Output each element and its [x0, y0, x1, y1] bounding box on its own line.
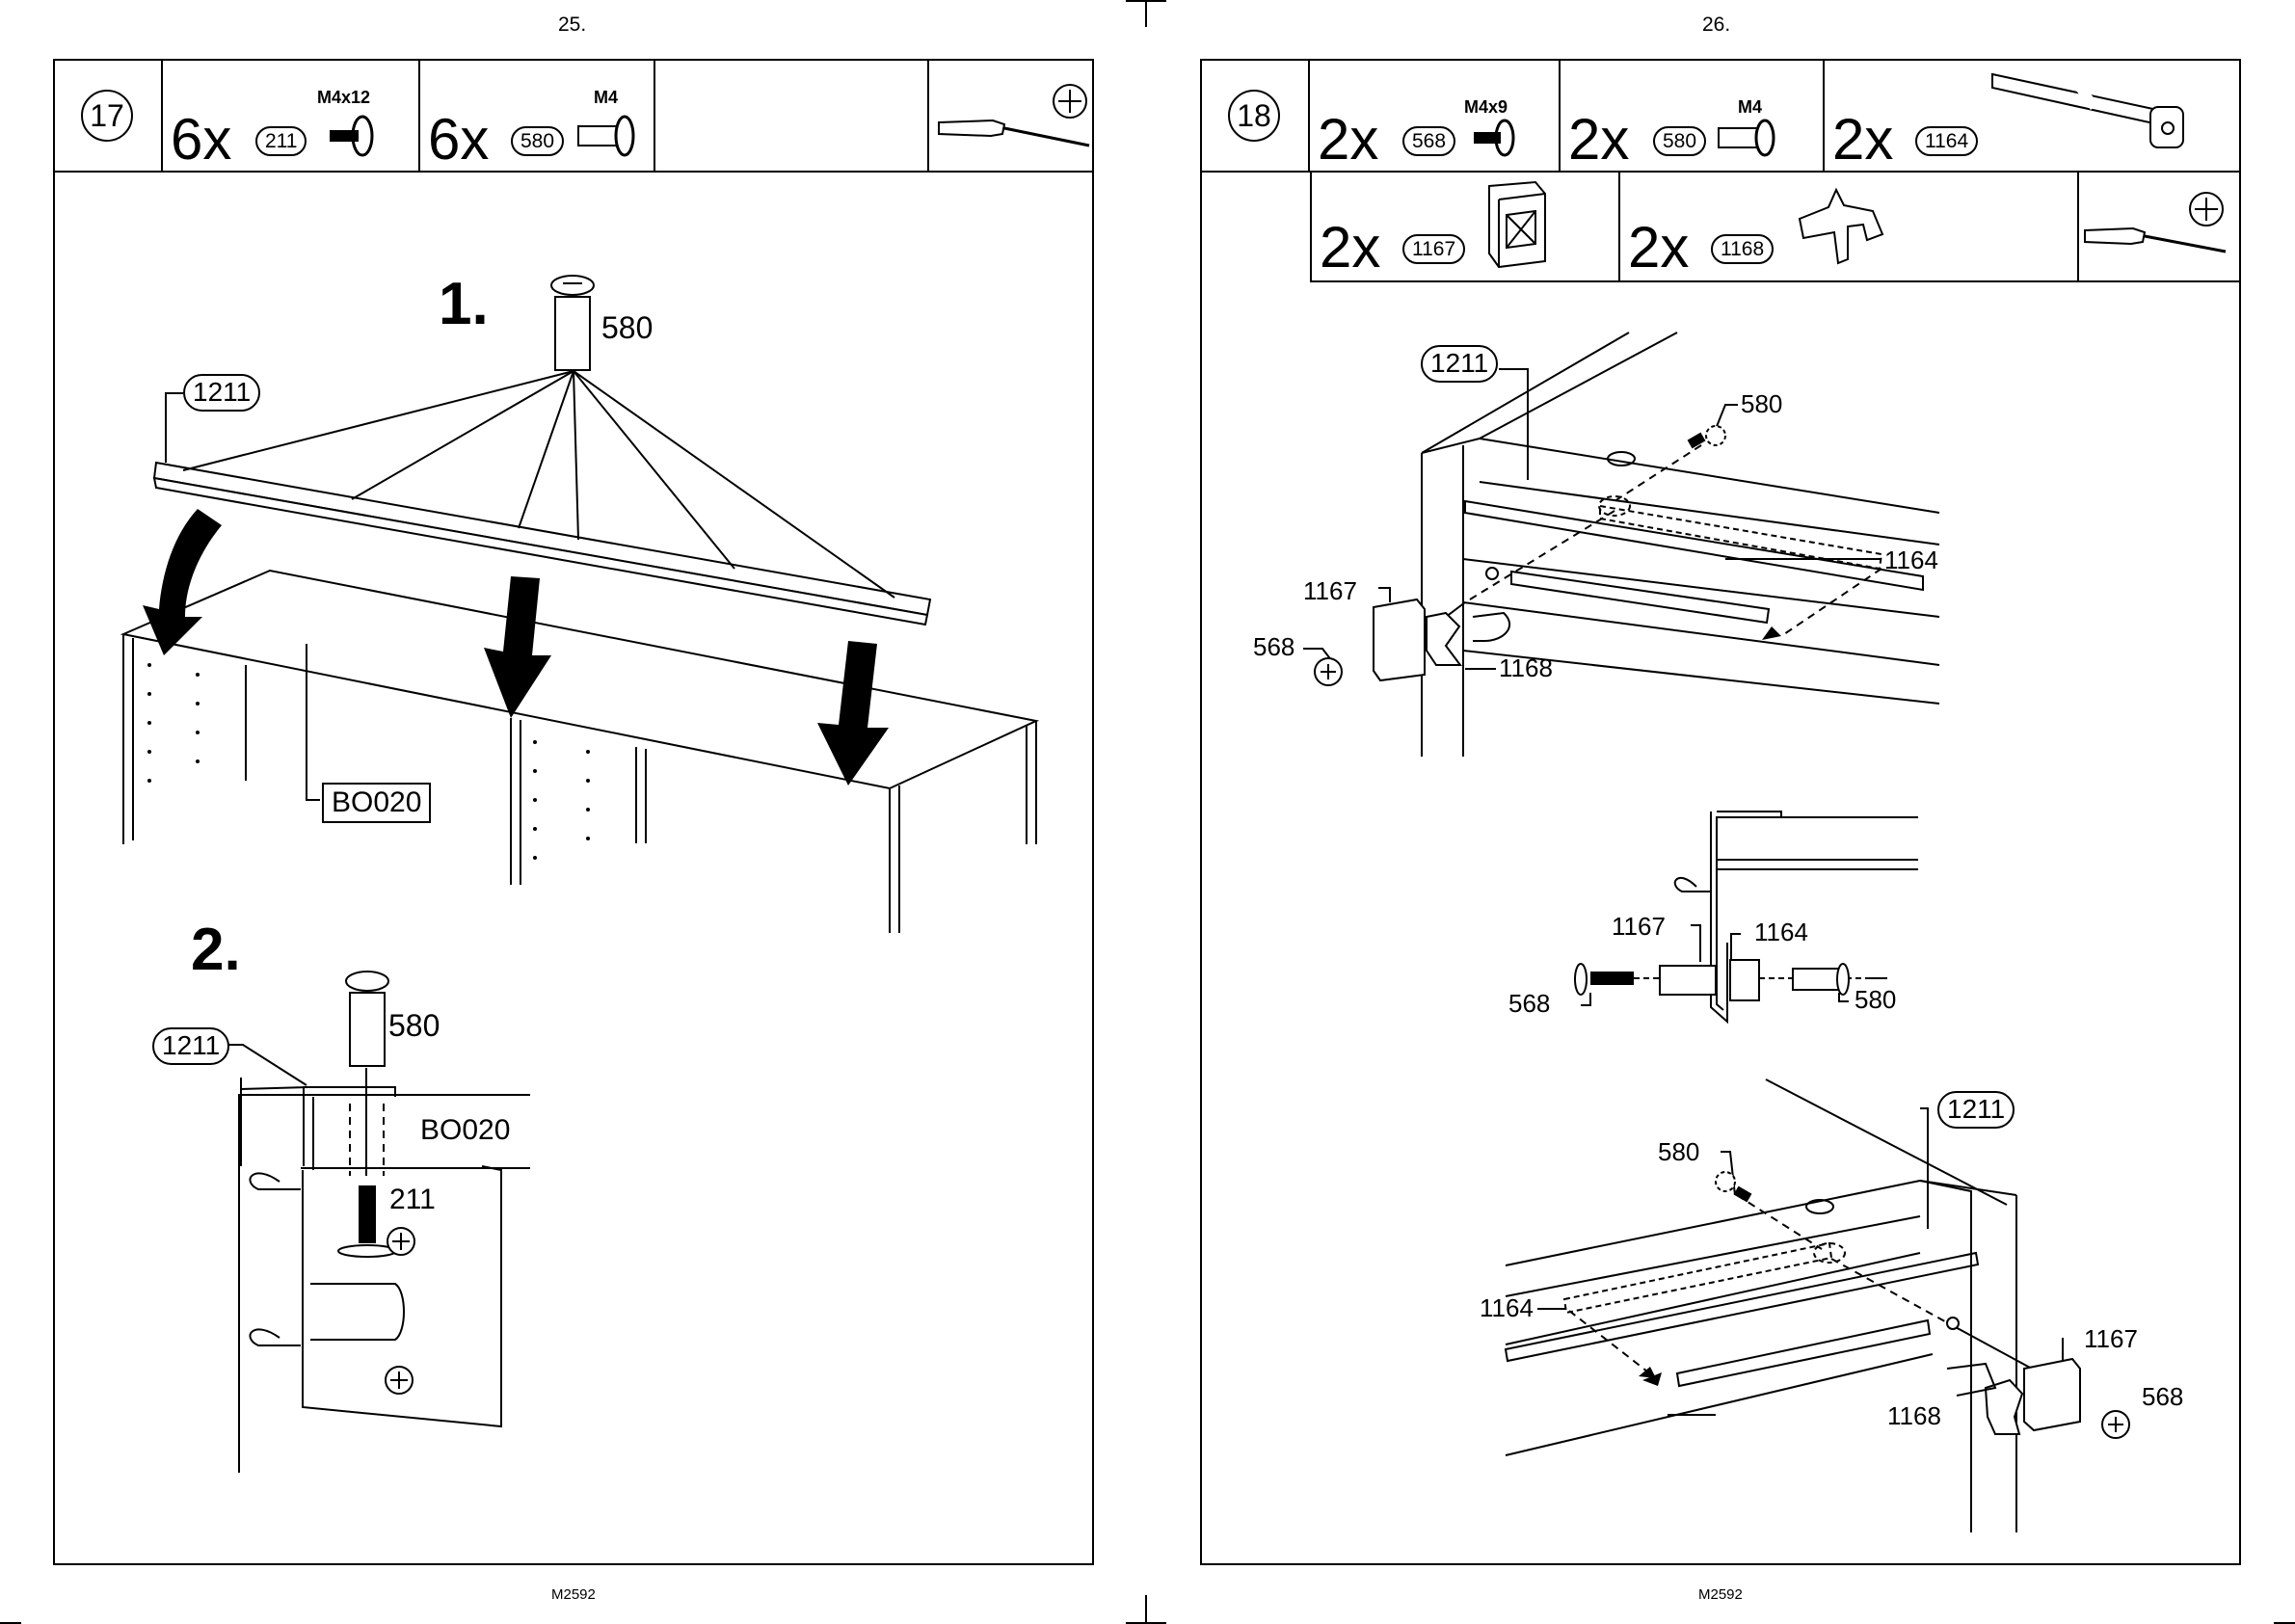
label-568-b: 568 — [1508, 989, 1550, 1019]
label-1168-a: 1168 — [1499, 653, 1553, 683]
label-1211-c: 1211 — [1937, 1091, 2015, 1129]
label-1167-a: 1167 — [1303, 576, 1357, 606]
label-580-a: 580 — [1741, 389, 1782, 419]
label-1167-c: 1167 — [2084, 1324, 2138, 1354]
label-1167-b: 1167 — [1612, 912, 1666, 942]
label-580-c: 580 — [1658, 1137, 1699, 1167]
label-568-a: 568 — [1253, 632, 1294, 662]
label-568-c: 568 — [2142, 1382, 2183, 1412]
label-1211-a: 1211 — [1421, 345, 1498, 383]
label-1164-c: 1164 — [1480, 1293, 1534, 1323]
label-1164-b: 1164 — [1754, 918, 1808, 947]
label-1164-a: 1164 — [1884, 546, 1938, 575]
label-1168-c: 1168 — [1887, 1401, 1941, 1431]
label-580-b: 580 — [1855, 985, 1896, 1015]
